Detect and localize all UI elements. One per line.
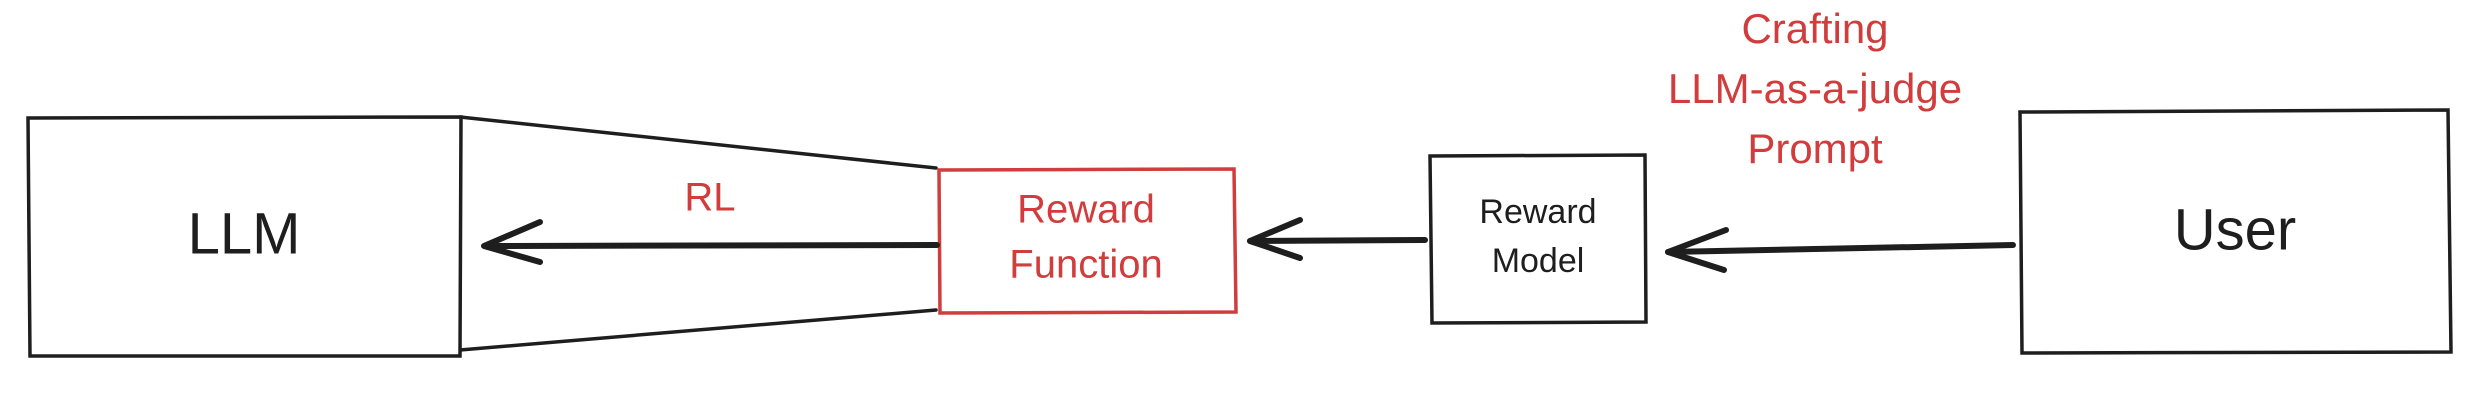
reward-model-node[interactable]: Reward Model (1428, 153, 1648, 325)
rl-arrow-head (481, 219, 543, 265)
funnel-bottom-line (458, 308, 938, 352)
user-arrow-shaft (1665, 242, 2016, 255)
reward-function-label-line1: Reward (1017, 188, 1155, 232)
funnel-lines (458, 115, 938, 352)
reward-model-label-line1: Reward (1479, 193, 1596, 231)
llm-box (26, 115, 463, 358)
prompt-annotation: Crafting LLM-as-a-judge Prompt (1668, 5, 1962, 172)
rl-arrow-shaft (482, 242, 940, 249)
reward-function-node[interactable]: Reward Function (937, 167, 1238, 315)
prompt-label-line2: LLM-as-a-judge (1668, 65, 1962, 112)
reward-model-label-line2: Model (1492, 242, 1585, 280)
prompt-label-line1: Crafting (1741, 5, 1888, 52)
rm-arrow-head (1247, 217, 1303, 261)
user-arrow-head (1665, 227, 1729, 273)
reward-function-box (937, 167, 1238, 315)
reward-model-box (1428, 153, 1648, 325)
rl-arrow (481, 219, 940, 265)
prompt-label-line3: Prompt (1747, 125, 1883, 172)
llm-node[interactable]: LLM (26, 115, 463, 358)
reward-model-to-function-arrow (1247, 217, 1428, 261)
user-label: User (2174, 197, 2296, 262)
funnel-top-line (458, 115, 938, 170)
user-to-reward-model-arrow (1665, 227, 2016, 273)
llm-label: LLM (188, 201, 301, 266)
rm-arrow-shaft (1247, 237, 1428, 244)
rl-edge-label: RL (684, 176, 735, 220)
user-box (2018, 108, 2453, 355)
user-node[interactable]: User (2018, 108, 2453, 355)
reward-function-label-line2: Function (1009, 243, 1162, 287)
